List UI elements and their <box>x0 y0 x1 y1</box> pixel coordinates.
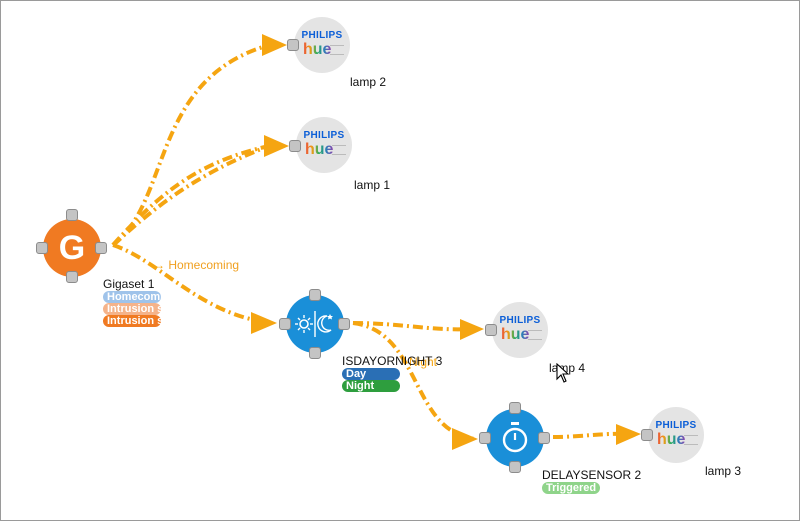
lamp-node[interactable]: PHILIPS hue <box>485 302 548 358</box>
edge-label-night: Night <box>409 355 438 369</box>
edge-gigaset-lamp1-b <box>111 144 270 247</box>
badge-night: Night <box>342 380 400 392</box>
badge-triggered: Triggered <box>542 482 600 494</box>
badge-homecoming: Homecoming <box>103 291 161 303</box>
port-left[interactable] <box>479 432 491 444</box>
philips-hue-logo: PHILIPS hue <box>296 117 352 173</box>
port-bottom[interactable] <box>309 347 321 359</box>
port-left[interactable] <box>279 318 291 330</box>
delay-node[interactable] <box>479 402 550 473</box>
lamp-node[interactable]: PHILIPS hue <box>287 17 350 73</box>
edge-gigaset-daynight <box>112 243 274 325</box>
arrow-lamp4 <box>460 319 484 340</box>
lamp-label: lamp 2 <box>350 75 387 89</box>
port-right[interactable] <box>538 432 550 444</box>
port-top[interactable] <box>309 289 321 301</box>
badge-intrusion-stopped: Intrusion stopped <box>103 315 161 327</box>
gigaset-label: Gigaset 1 <box>103 277 155 291</box>
sun-moon-icon <box>295 311 333 337</box>
port-left[interactable] <box>485 324 497 336</box>
edge-label-homecoming: → Homecoming <box>153 258 240 272</box>
gigaset-g-icon: G <box>58 229 86 267</box>
arrow-delay <box>452 428 478 450</box>
badge-day: Day <box>342 368 400 380</box>
daynight-node[interactable] <box>279 289 350 359</box>
edge-daynight-lamp4 <box>352 321 472 332</box>
port-left[interactable] <box>287 39 299 51</box>
arrow-lamp2 <box>262 34 287 56</box>
arrow-daynight <box>251 312 277 334</box>
port-bottom[interactable] <box>66 271 78 283</box>
badge-intrusion-started: Intrusion started <box>103 303 161 315</box>
philips-hue-logo: PHILIPS hue <box>492 302 548 358</box>
stopwatch-icon <box>502 422 528 453</box>
edge-daynight-delay <box>352 321 474 440</box>
lamp-node[interactable]: PHILIPS hue <box>641 407 704 463</box>
delay-label: DELAYSENSOR 2 <box>542 468 642 482</box>
port-right[interactable] <box>338 318 350 330</box>
arrow-lamp1 <box>264 135 289 157</box>
lamp-node[interactable]: PHILIPS hue <box>289 117 352 173</box>
edge-gigaset-lamp1 <box>111 144 270 247</box>
edge-gigaset-lamp2 <box>111 44 267 247</box>
lamp-label: lamp 1 <box>354 178 391 192</box>
port-left[interactable] <box>289 140 301 152</box>
gigaset-circle <box>43 219 101 277</box>
arrow-lamp3 <box>616 424 641 445</box>
port-left[interactable] <box>641 429 653 441</box>
daynight-label: ISDAYORNIGHT 3 <box>342 354 443 368</box>
lamp-label: lamp 3 <box>705 464 742 478</box>
philips-hue-logo: PHILIPS hue <box>294 17 350 73</box>
philips-hue-logo: PHILIPS hue <box>648 407 704 463</box>
port-top[interactable] <box>66 209 78 221</box>
gigaset-node[interactable]: G <box>36 209 107 283</box>
port-top[interactable] <box>509 402 521 414</box>
port-bottom[interactable] <box>509 461 521 473</box>
port-left[interactable] <box>36 242 48 254</box>
mouse-cursor-icon <box>556 363 570 383</box>
port-right[interactable] <box>95 242 107 254</box>
